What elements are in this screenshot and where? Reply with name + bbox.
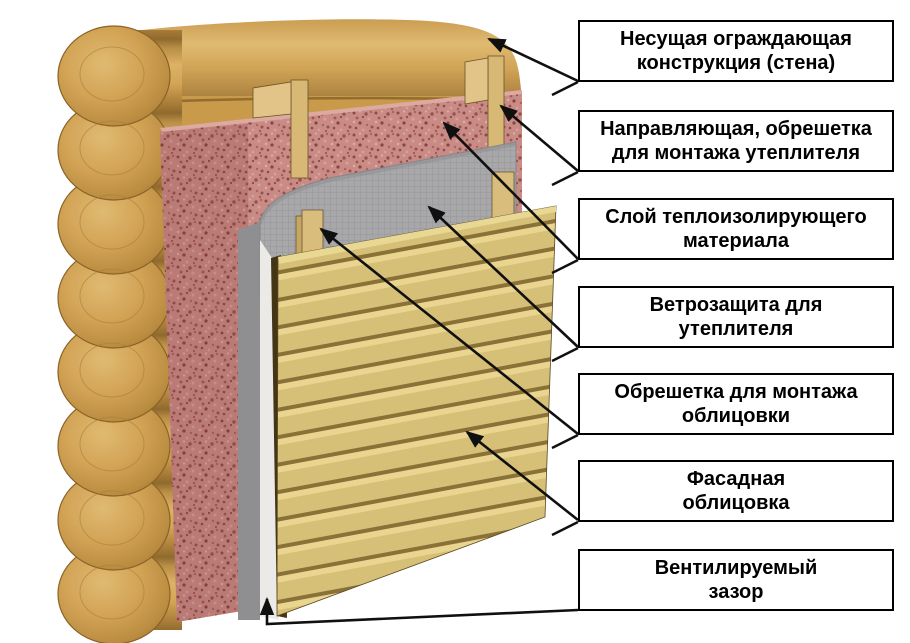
label-text: зазор [708,581,764,603]
label-text: Обрешетка для монтажа [614,381,858,403]
leader-arrows [259,37,579,626]
callout-tails [551,80,579,537]
arrow-to-insulation-layer [442,121,579,260]
ventilated-gap [260,240,279,620]
label-text: Несущая ограждающая [620,28,852,50]
log-wall [57,19,522,643]
label-box-wind-barrier: Ветрозащита для утеплителя [578,286,894,348]
arrow-to-facade-cladding [465,430,579,522]
label-text: для монтажа утеплителя [611,142,861,164]
cladding-planks [276,205,557,617]
label-box-cladding-batten: Обрешетка для монтажа облицовки [578,373,894,435]
log-end-ring [79,268,145,324]
arrow-to-cladding-batten [319,227,579,436]
arrow-to-log-wall [487,37,579,83]
log-end-ring [79,194,145,250]
label-box-ventilated-gap: Вентилируемый зазор [578,549,894,611]
callout-tail [551,433,579,450]
log-end-ring [79,120,145,176]
label-text: материала [682,230,790,252]
log-end-ring [79,342,145,398]
arrow-to-insulation-batten [499,104,579,172]
label-text: облицовки [681,405,791,427]
log-end-ring [79,564,145,620]
log-end-ring [79,46,145,102]
callout-tail [551,520,579,537]
callout-tail [551,346,579,363]
label-text: Вентилируемый [654,557,818,579]
membrane-front-edge [238,222,260,620]
arrow-to-wind-barrier [427,205,579,348]
log-ends [57,25,171,643]
callout-tail [551,80,579,97]
log-end-ring [79,490,145,546]
label-text: Фасадная [686,468,786,490]
label-text: Направляющая, обрешетка [600,118,872,140]
label-box-bearing-wall: Несущая ограждающая конструкция (стена) [578,20,894,82]
label-box-insulation-batten: Направляющая, обрешетка для монтажа утеп… [578,110,894,172]
insulation-batten-left [252,79,309,179]
log-end-ring [79,416,145,472]
label-text: утеплителя [678,318,794,340]
callout-tail [551,258,579,275]
label-text: Слой теплоизолирующего [605,206,867,228]
membrane-top-edge-shade [258,142,517,225]
label-box-insulation-layer: Слой теплоизолирующего материала [578,198,894,260]
callout-tail [551,170,579,187]
label-box-facade-cladding: Фасадная облицовка [578,460,894,522]
insulation-batten-right [464,55,505,166]
batten-block [464,57,489,105]
insulation-front-face-shade [160,124,248,622]
facade-cladding [271,205,557,618]
cladding-batten-right [491,171,515,219]
log-end [57,25,171,127]
label-text: Ветрозащита для [649,294,823,316]
batten-block [252,81,292,119]
batten-shaft [290,79,309,179]
label-text: облицовка [682,492,790,514]
label-text: конструкция (стена) [636,52,836,74]
arrow-to-ventilated-gap [259,596,579,626]
